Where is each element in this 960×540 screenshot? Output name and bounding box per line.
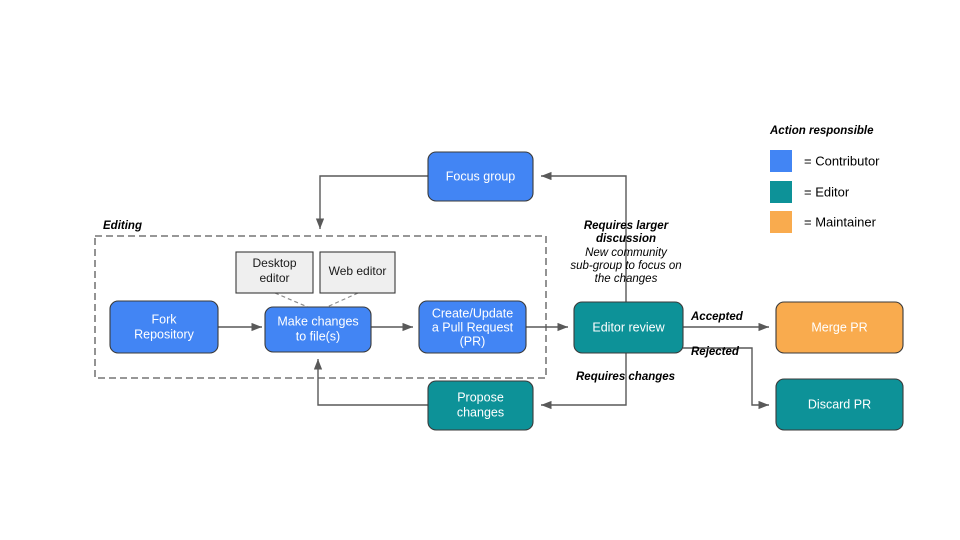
- node-fork-repository[interactable]: Fork Repository: [109, 300, 219, 354]
- node-editor-review[interactable]: Editor review: [573, 301, 684, 354]
- legend-item-maintainer: = Maintainer: [770, 211, 877, 233]
- legend-title: Action responsible: [769, 125, 874, 137]
- node-web-editor-label: Web editor: [329, 264, 387, 278]
- node-create-pull-request[interactable]: Create/Update a Pull Request (PR): [418, 300, 527, 354]
- node-propose-changes[interactable]: Propose changes: [427, 380, 534, 431]
- node-fork-repository-label-line-2: Repository: [134, 327, 194, 341]
- node-focus-group-shape[interactable]: [427, 151, 534, 202]
- node-make-changes-label-line-2: to file(s): [296, 329, 340, 343]
- group-editing: Editing: [94, 220, 547, 379]
- node-desktop-editor-label-line-2: editor: [259, 271, 289, 285]
- node-merge-pr-label: Merge PR: [811, 320, 867, 334]
- node-editor-review-shape[interactable]: [573, 301, 684, 354]
- edge-label-requires-changes: Requires changes: [576, 371, 675, 383]
- node-discard-pr[interactable]: Discard PR: [775, 378, 904, 431]
- node-create-pull-request-label-line-3: (PR): [460, 334, 486, 348]
- edge-editor-review-to-propose-changes: [540, 353, 627, 410]
- node-make-changes-shape[interactable]: [264, 306, 372, 353]
- node-desktop-editor-label-line-1: Desktop: [252, 256, 296, 270]
- legend-swatch-contributor: [770, 150, 792, 172]
- node-propose-changes-label-line-1: Propose: [457, 390, 504, 404]
- editing-group-label: Editing: [103, 220, 142, 232]
- annotation-plain-line-3: the changes: [595, 273, 658, 285]
- edge-label-rejected: Rejected: [691, 346, 740, 358]
- node-web-editor[interactable]: Web editor: [319, 251, 396, 294]
- node-propose-changes-label-line-2: changes: [457, 405, 504, 419]
- annotation-requires-larger-discussion: Requires larger discussion New community…: [570, 220, 681, 285]
- edge-focus-group-to-editing: [315, 175, 428, 230]
- node-discard-pr-shape[interactable]: [775, 378, 904, 431]
- node-discard-pr-label: Discard PR: [808, 397, 871, 411]
- node-propose-changes-shape[interactable]: [427, 380, 534, 431]
- node-desktop-editor[interactable]: Desktop editor: [235, 251, 314, 294]
- legend-label-contributor: = Contributor: [804, 153, 880, 168]
- node-make-changes-label-line-1: Make changes: [277, 314, 358, 328]
- node-make-changes[interactable]: Make changes to file(s): [264, 306, 372, 353]
- node-create-pull-request-shape[interactable]: [418, 300, 527, 354]
- node-focus-group-label: Focus group: [446, 169, 516, 183]
- legend-label-maintainer: = Maintainer: [804, 214, 877, 229]
- node-desktop-editor-shape[interactable]: [235, 251, 314, 294]
- legend-item-contributor: = Contributor: [770, 150, 880, 172]
- node-web-editor-shape[interactable]: [319, 251, 396, 294]
- node-editor-review-label: Editor review: [592, 320, 665, 334]
- annotation-bold-line-1: Requires larger: [584, 220, 669, 232]
- annotation-plain-line-2: sub-group to focus on: [570, 260, 681, 272]
- edge-editor-review-to-discard-pr: [683, 347, 770, 410]
- legend: Action responsible = Contributor = Edito…: [769, 125, 880, 233]
- node-create-pull-request-label-line-2: a Pull Request: [432, 320, 514, 334]
- node-focus-group[interactable]: Focus group: [427, 151, 534, 202]
- legend-swatch-maintainer: [770, 211, 792, 233]
- edge-label-accepted: Accepted: [690, 311, 744, 323]
- node-create-pull-request-label-line-1: Create/Update: [432, 306, 513, 320]
- legend-item-editor: = Editor: [770, 181, 850, 203]
- node-fork-repository-label-line-1: Fork: [152, 312, 178, 326]
- edge-propose-changes-to-make-changes: [313, 358, 428, 406]
- node-fork-repository-shape[interactable]: [109, 300, 219, 354]
- legend-label-editor: = Editor: [804, 184, 850, 199]
- legend-swatch-editor: [770, 181, 792, 203]
- annotation-bold-line-2: discussion: [596, 233, 656, 245]
- edge-editor-review-to-focus-group: [540, 171, 627, 302]
- node-merge-pr[interactable]: Merge PR: [775, 301, 904, 354]
- node-merge-pr-shape[interactable]: [775, 301, 904, 354]
- editing-group-box: [94, 235, 547, 379]
- annotation-plain-line-1: New community: [585, 247, 668, 259]
